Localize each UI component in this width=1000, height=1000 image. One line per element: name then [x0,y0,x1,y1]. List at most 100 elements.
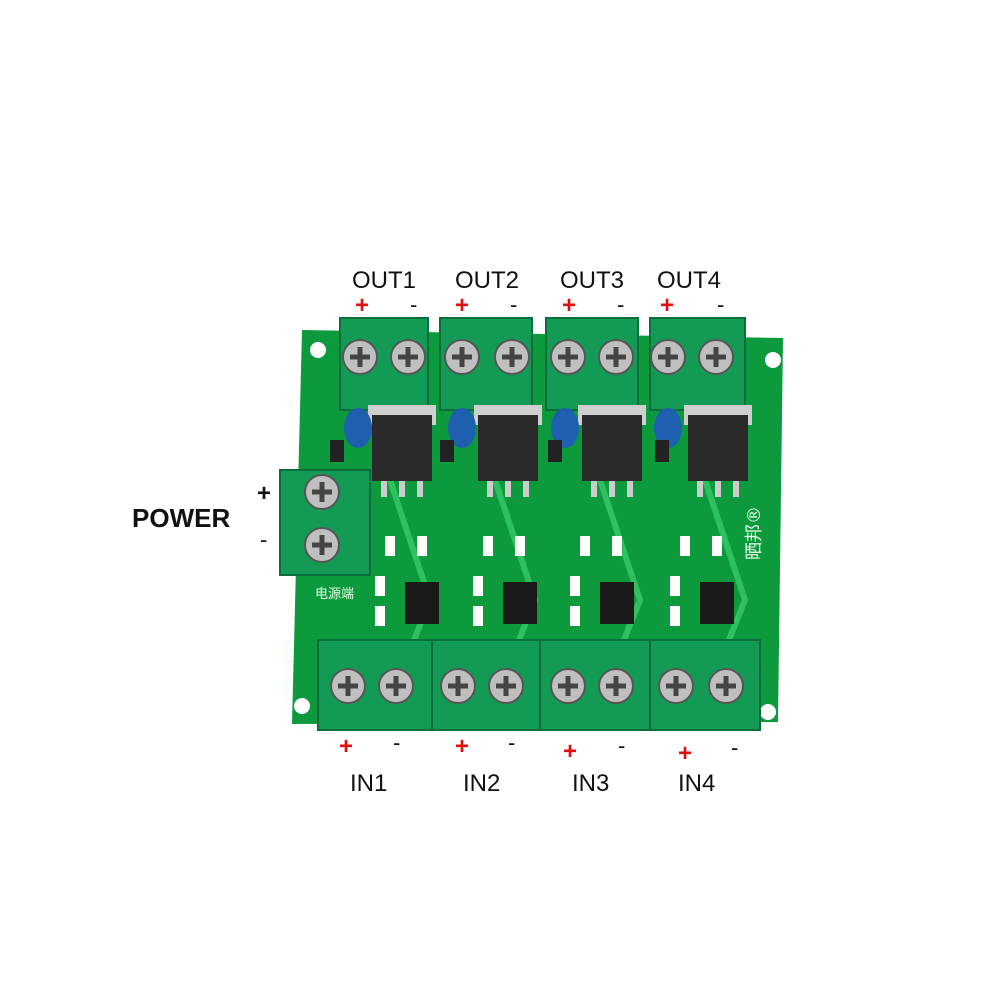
mosfet-leg [697,481,703,497]
diode [548,440,562,462]
power-plus: + [257,480,272,507]
out2-plus: + [455,292,470,319]
mosfet-leg [523,481,529,497]
in3-plus: + [563,738,578,765]
in2-label: IN2 [463,770,501,797]
resistor [417,536,427,556]
mosfet-leg [487,481,493,497]
resistor [580,536,590,556]
screw-slot [496,676,516,696]
sku-silkscreen: SKU:7862 [280,641,295,700]
pcb-trace [702,479,749,652]
screw-slot [706,347,726,367]
out1-label: OUT1 [352,267,417,294]
screw-slot [338,676,358,696]
pcb-trace [387,479,434,652]
screw-slot [606,347,626,367]
resistor [473,576,483,596]
out3-plus: + [562,292,577,319]
resistor [375,606,385,626]
in3-minus: - [618,733,626,758]
mosfet-leg [399,481,405,497]
resistor [515,536,525,556]
screw-slot [666,676,686,696]
out4-label: OUT4 [657,267,722,294]
diode [655,440,669,462]
mosfet [372,415,432,481]
pcb-trace [597,479,644,652]
resistor [385,536,395,556]
mounting-hole [294,698,310,714]
resistor [712,536,722,556]
out1-plus: + [355,292,370,319]
resistor [483,536,493,556]
screw-slot [452,347,472,367]
resistor [680,536,690,556]
mosfet-leg [733,481,739,497]
out4-minus: - [717,292,725,317]
mosfet-leg [417,481,423,497]
resistor [473,606,483,626]
pcb-trace [492,479,539,652]
mosfet-leg [627,481,633,497]
optocoupler [700,582,734,624]
screw-slot [558,347,578,367]
in1-plus: + [339,733,354,760]
mosfet-leg [609,481,615,497]
mosfet [582,415,642,481]
in3-label: IN3 [572,770,610,797]
optocoupler [600,582,634,624]
mosfet [688,415,748,481]
out3-label: OUT3 [560,267,625,294]
out1-minus: - [410,292,418,317]
screw-slot [558,676,578,696]
optocoupler [503,582,537,624]
resistor [670,606,680,626]
screw-slot [312,535,332,555]
resistor [670,576,680,596]
screw-slot [658,347,678,367]
brand-logo: 晒邦® [744,506,765,560]
in2-plus: + [455,733,470,760]
capacitor [654,408,682,448]
mosfet [478,415,538,481]
mosfet-leg [505,481,511,497]
mosfet-leg [715,481,721,497]
out3-minus: - [617,292,625,317]
resistor [570,606,580,626]
screw-slot [502,347,522,367]
capacitor [344,408,372,448]
mosfet-leg [591,481,597,497]
screw-slot [350,347,370,367]
optocoupler [405,582,439,624]
in1-label: IN1 [350,770,388,797]
screw-slot [312,482,332,502]
power-label: POWER [132,503,231,533]
screw-slot [386,676,406,696]
diode [440,440,454,462]
out2-minus: - [510,292,518,317]
out2-label: OUT2 [455,267,520,294]
out4-plus: + [660,292,675,319]
mounting-hole [760,704,776,720]
screw-slot [716,676,736,696]
capacitor [448,408,476,448]
in4-minus: - [731,735,739,760]
mounting-hole [765,352,781,368]
mounting-hole [310,342,326,358]
resistor [375,576,385,596]
in2-minus: - [508,730,516,755]
power-minus: - [260,527,268,552]
in4-label: IN4 [678,770,716,797]
resistor [570,576,580,596]
in1-minus: - [393,730,401,755]
in4-plus: + [678,740,693,767]
capacitor [551,408,579,448]
power-silkscreen: 电源端 [315,587,354,602]
screw-slot [606,676,626,696]
screw-slot [398,347,418,367]
diode [330,440,344,462]
resistor [612,536,622,556]
